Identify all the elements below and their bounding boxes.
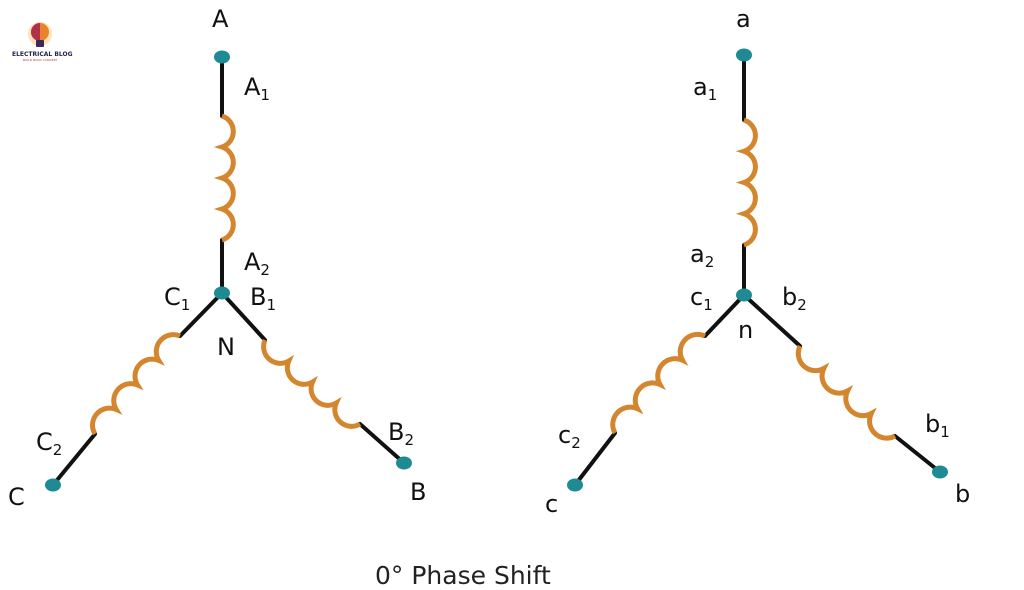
winding-C2-label: C2: [36, 428, 62, 459]
terminal-B-label: B: [410, 478, 426, 506]
winding-B2-label: B2: [388, 418, 414, 449]
neutral-N-label: N: [217, 333, 235, 361]
winding-b2-label: b2: [782, 283, 807, 314]
coils: [90, 113, 897, 441]
primary-terminal-left-node: [45, 478, 61, 492]
primary-terminal-top-node: [214, 50, 230, 64]
primary-terminal-right-node: [396, 456, 412, 470]
primary-wire-right-outer: [358, 422, 406, 465]
winding-c2-label: c2: [558, 421, 581, 452]
nodes: [45, 48, 948, 492]
secondary-wire-left-inner: [703, 293, 746, 338]
secondary-terminal-top-node: [736, 48, 752, 62]
winding-a2-label: a2: [690, 240, 714, 271]
secondary-coil-right: [795, 344, 897, 441]
electrical-blog-logo: ELECTRICAL BLOG BUILD BASIC CONCEPT: [12, 22, 73, 62]
winding-C1-label: C1: [164, 283, 190, 314]
primary-coil-left: [90, 332, 181, 436]
terminal-C-label: C: [8, 483, 25, 511]
primary-wire-right-inner: [220, 291, 267, 342]
winding-A2-label: A2: [244, 248, 270, 279]
secondary-wire-right-outer: [893, 434, 942, 474]
terminal-b-label: b: [955, 480, 970, 508]
winding-a1-label: a1: [693, 73, 717, 104]
winding-c1-label: c1: [690, 283, 713, 314]
primary-coil-top: [213, 113, 236, 243]
secondary-terminal-left-node: [567, 478, 583, 492]
caption: 0° Phase Shift: [375, 561, 551, 590]
terminal-a-label: a: [736, 5, 751, 33]
primary-wire-left-inner: [178, 291, 224, 338]
secondary-neutral-node: [736, 288, 752, 302]
primary-wire-left-outer: [51, 432, 97, 487]
winding-b1-label: b1: [925, 410, 950, 441]
secondary-coil-top: [735, 117, 758, 248]
winding-B1-label: B1: [250, 283, 276, 314]
secondary-terminal-right-node: [932, 465, 948, 479]
secondary-wire-left-outer: [573, 431, 617, 487]
winding-A1-label: A1: [244, 73, 270, 104]
terminal-c-label: c: [545, 490, 558, 518]
logo-title: ELECTRICAL BLOG: [12, 51, 73, 58]
terminal-A-label: A: [212, 5, 229, 33]
wires: [51, 53, 942, 487]
secondary-wire-right-inner: [742, 293, 802, 348]
logo-tagline: BUILD BASIC CONCEPT: [23, 58, 58, 62]
neutral-n-label: n: [738, 316, 753, 344]
secondary-coil-left: [610, 331, 707, 435]
primary-coil-right: [261, 338, 362, 429]
primary-neutral-node: [214, 286, 230, 300]
